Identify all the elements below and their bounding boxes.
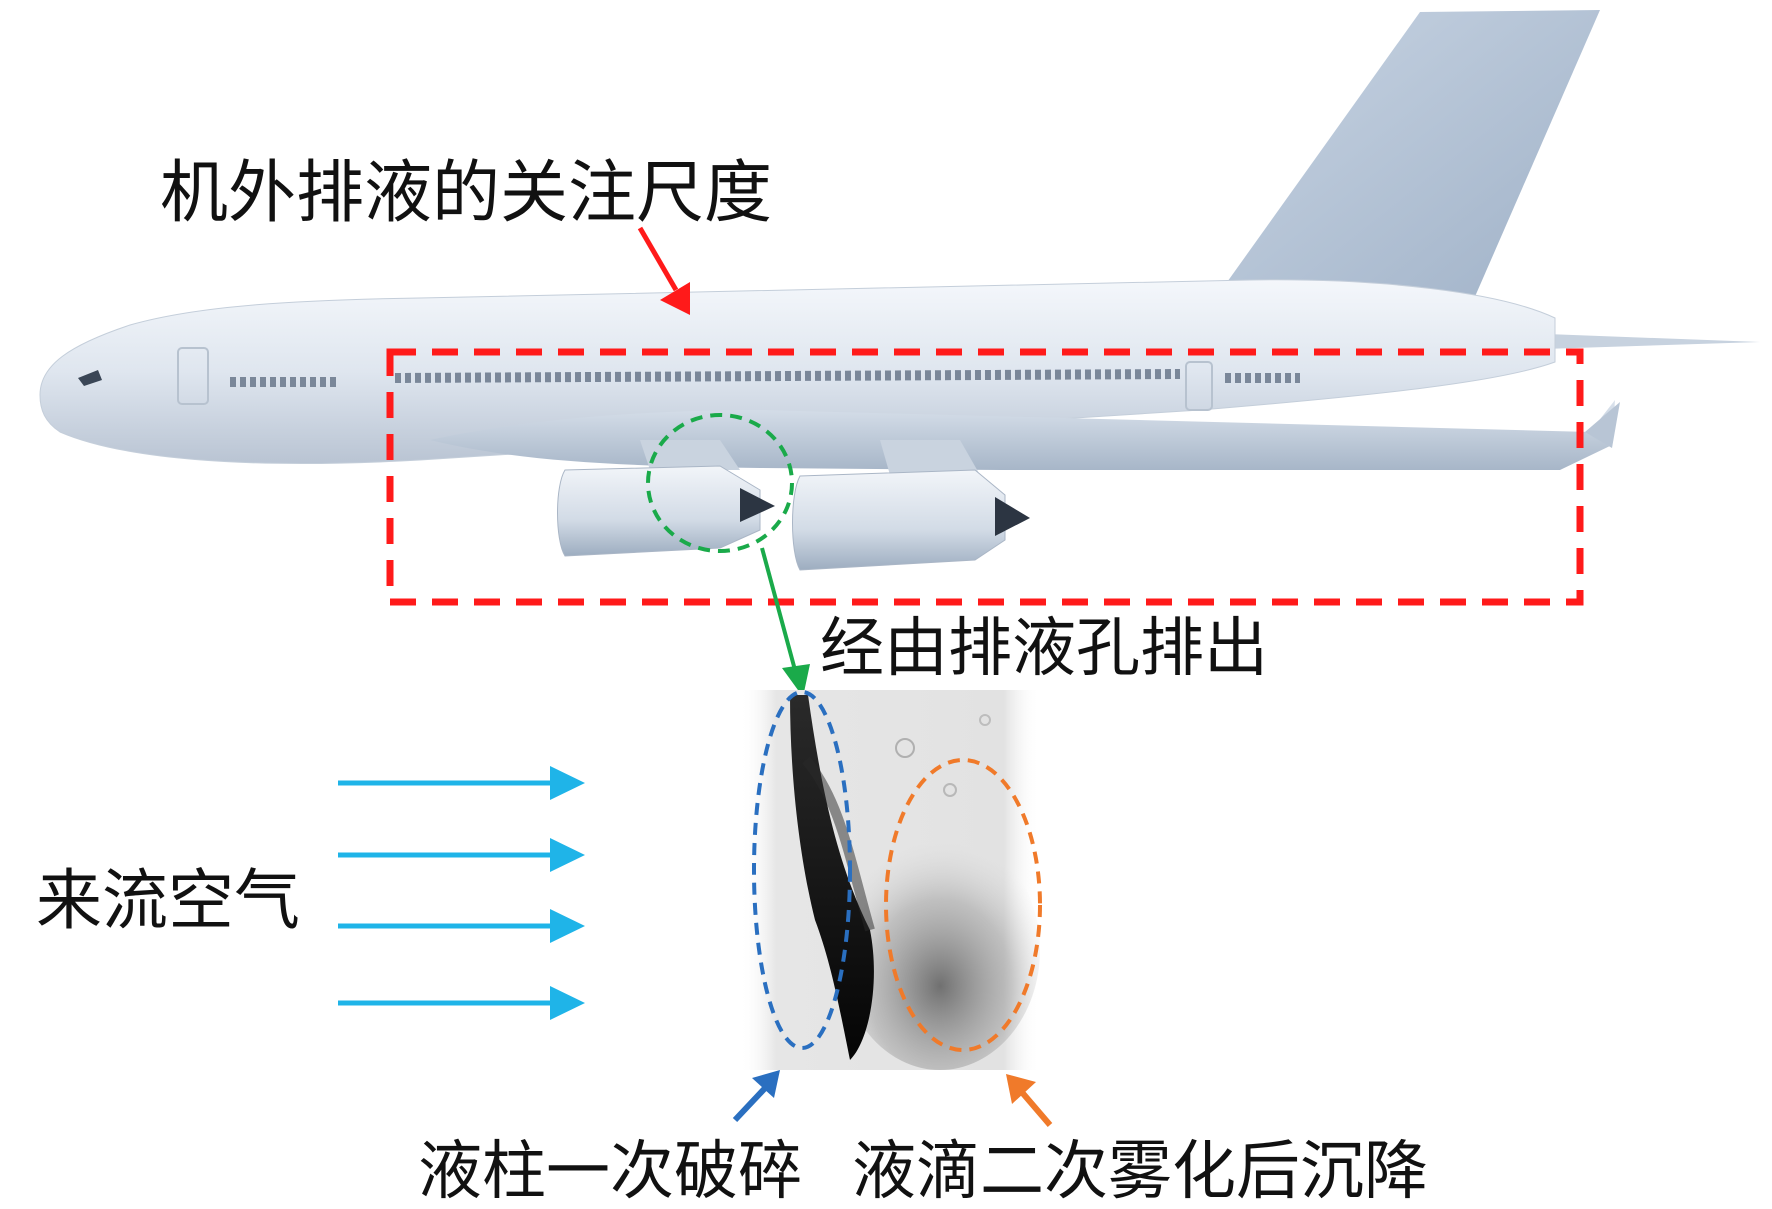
window-row-main	[394, 369, 1181, 383]
engine-pylon-2	[880, 440, 980, 475]
primary-breakup-label: 液柱一次破碎	[418, 1135, 802, 1209]
arrow-right-icon	[338, 766, 585, 800]
secondary-atomization-label: 液滴二次雾化后沉降	[852, 1135, 1428, 1209]
incoming-air-label: 来流空气	[36, 862, 300, 939]
front-door	[177, 347, 209, 405]
primary-breakup-pointer	[732, 1070, 780, 1123]
engine-right	[792, 469, 1030, 571]
drain-exit-label: 经由排液孔排出	[820, 612, 1268, 686]
spray-image	[740, 690, 1040, 1070]
secondary-atomization-pointer	[1006, 1074, 1053, 1127]
rear-door	[1185, 361, 1213, 411]
liquid-jet	[790, 695, 874, 1060]
primary-breakup-ellipse	[752, 690, 852, 1050]
focus-region-box	[386, 348, 1584, 606]
winglet	[1585, 402, 1620, 448]
tail-fin	[1225, 10, 1600, 308]
secondary-atomization-ellipse	[884, 758, 1042, 1052]
arrow-right-icon	[338, 986, 585, 1020]
airplane-icon	[39, 10, 1760, 571]
focus-scale-label: 机外排液的关注尺度	[160, 154, 773, 233]
focus-pointer-arrow	[637, 226, 690, 315]
engine-pylon-1	[640, 440, 740, 470]
arrow-right-icon	[338, 909, 585, 943]
arrow-right-icon	[338, 838, 585, 872]
drain-pointer-arrow	[760, 547, 810, 697]
airflow-arrows	[338, 766, 585, 1020]
drain-hole-circle	[646, 413, 794, 553]
cockpit-window	[78, 370, 102, 386]
engine-left	[557, 465, 775, 557]
